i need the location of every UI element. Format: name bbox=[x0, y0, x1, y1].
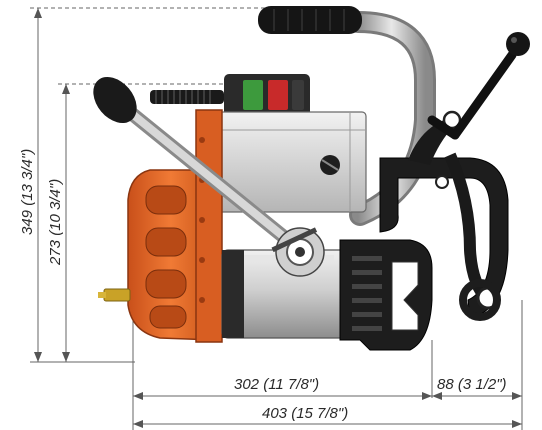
arrow-up bbox=[34, 8, 42, 18]
arrow-up bbox=[62, 84, 70, 94]
feed-lever[interactable] bbox=[84, 69, 307, 257]
dimension-lines bbox=[30, 7, 523, 430]
overall-length-label: 403 (15 7/8") bbox=[262, 405, 348, 422]
feed-lever-knob[interactable] bbox=[84, 69, 145, 132]
switch-box bbox=[224, 74, 310, 118]
start-switch bbox=[243, 80, 263, 110]
clamp-assembly bbox=[339, 110, 509, 351]
body-length-label: 302 (11 7/8") bbox=[234, 376, 319, 393]
arrow-left bbox=[432, 392, 442, 400]
arrow-right bbox=[512, 392, 522, 400]
arrow-right bbox=[512, 420, 522, 428]
clamp-pivot-pin bbox=[435, 175, 449, 189]
arrow-left bbox=[133, 420, 143, 428]
gearbox-housing bbox=[213, 111, 367, 213]
arrow-left bbox=[133, 392, 143, 400]
arrow-down bbox=[34, 352, 42, 362]
orange-housing bbox=[127, 109, 223, 343]
feed-hub bbox=[271, 227, 325, 277]
clamp-lever[interactable] bbox=[427, 32, 530, 140]
coolant-fitting bbox=[98, 288, 131, 302]
cable-strain-relief bbox=[150, 90, 224, 104]
dimension-arrows bbox=[34, 8, 522, 428]
stop-switch bbox=[268, 80, 288, 110]
clamp-offset-label: 88 (3 1/2") bbox=[437, 376, 507, 393]
arrow-right bbox=[422, 392, 432, 400]
body-height-label: 273 (10 3/4") bbox=[47, 179, 64, 266]
arrow-down bbox=[62, 352, 70, 362]
clamp-lever-knob[interactable] bbox=[506, 32, 530, 56]
carry-handle-grip bbox=[258, 6, 362, 34]
overall-height-label: 349 (13 3/4") bbox=[19, 149, 36, 235]
